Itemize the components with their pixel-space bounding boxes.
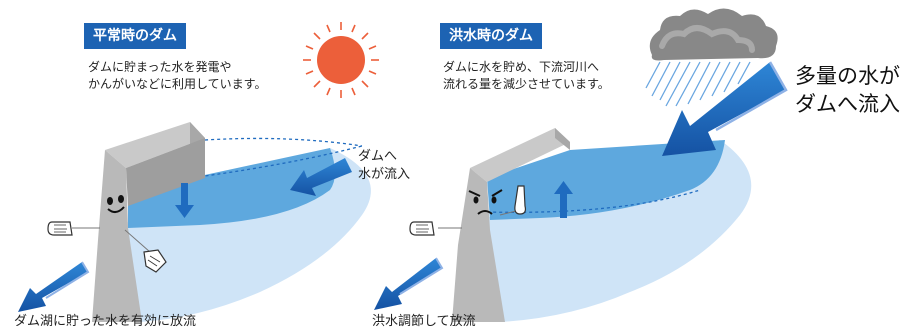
normal-inflow-line2: 水が流入 (358, 167, 411, 182)
sun-icon (303, 22, 379, 98)
normal-desc-line2: かんがいなどに利用しています。 (88, 77, 267, 91)
normal-inflow-line1: ダムへ (358, 149, 398, 164)
normal-release-label: ダム湖に貯った水を有効に放流 (14, 314, 197, 329)
dam-body (92, 150, 142, 322)
dam-body (452, 168, 505, 322)
flood-dam-scene (374, 8, 788, 322)
release-arrow (18, 262, 88, 312)
glove-hand-icon (409, 221, 435, 236)
normal-inflow-label: ダムへ 水が流入 (358, 148, 410, 184)
inflow-arrow (290, 158, 352, 196)
flood-release-label: 洪水調節して放流 (372, 314, 476, 329)
flood-desc-line1: ダムに水を貯め、下流河川へ (443, 60, 600, 74)
flood-desc-line2: 流れる量を減少させています。 (443, 77, 610, 91)
happy-face-icon (107, 195, 125, 213)
angry-face-icon (468, 189, 503, 215)
flood-inflow-label: 多量の水が ダムへ流入 (795, 62, 900, 118)
flood-description: ダムに水を貯め、下流河川へ 流れる量を減少させています。 (443, 59, 610, 93)
release-arrow (374, 258, 442, 310)
dam-crest (470, 128, 570, 182)
water-surface (487, 140, 725, 220)
normal-description: ダムに貯まった水を発電や かんがいなどに利用しています。 (88, 59, 266, 93)
glove-hand-icon (514, 185, 527, 215)
inflow-arrow (662, 62, 786, 156)
normal-title-tag: 平常時のダム (84, 23, 186, 49)
flood-title-tag: 洪水時のダム (440, 23, 542, 49)
flood-inflow-line2: ダムへ流入 (795, 92, 900, 116)
water-level-up-arrow (554, 181, 573, 218)
water-level-down-arrow (175, 183, 194, 218)
glove-hand-icon (143, 249, 167, 273)
glove-hand-icon (47, 221, 73, 236)
flood-inflow-line1: 多量の水が (795, 64, 900, 88)
dam-crest (105, 122, 205, 168)
normal-dam-scene (18, 122, 371, 322)
normal-desc-line1: ダムに貯まった水を発電や (88, 60, 232, 74)
rain-cloud-icon (645, 8, 778, 107)
